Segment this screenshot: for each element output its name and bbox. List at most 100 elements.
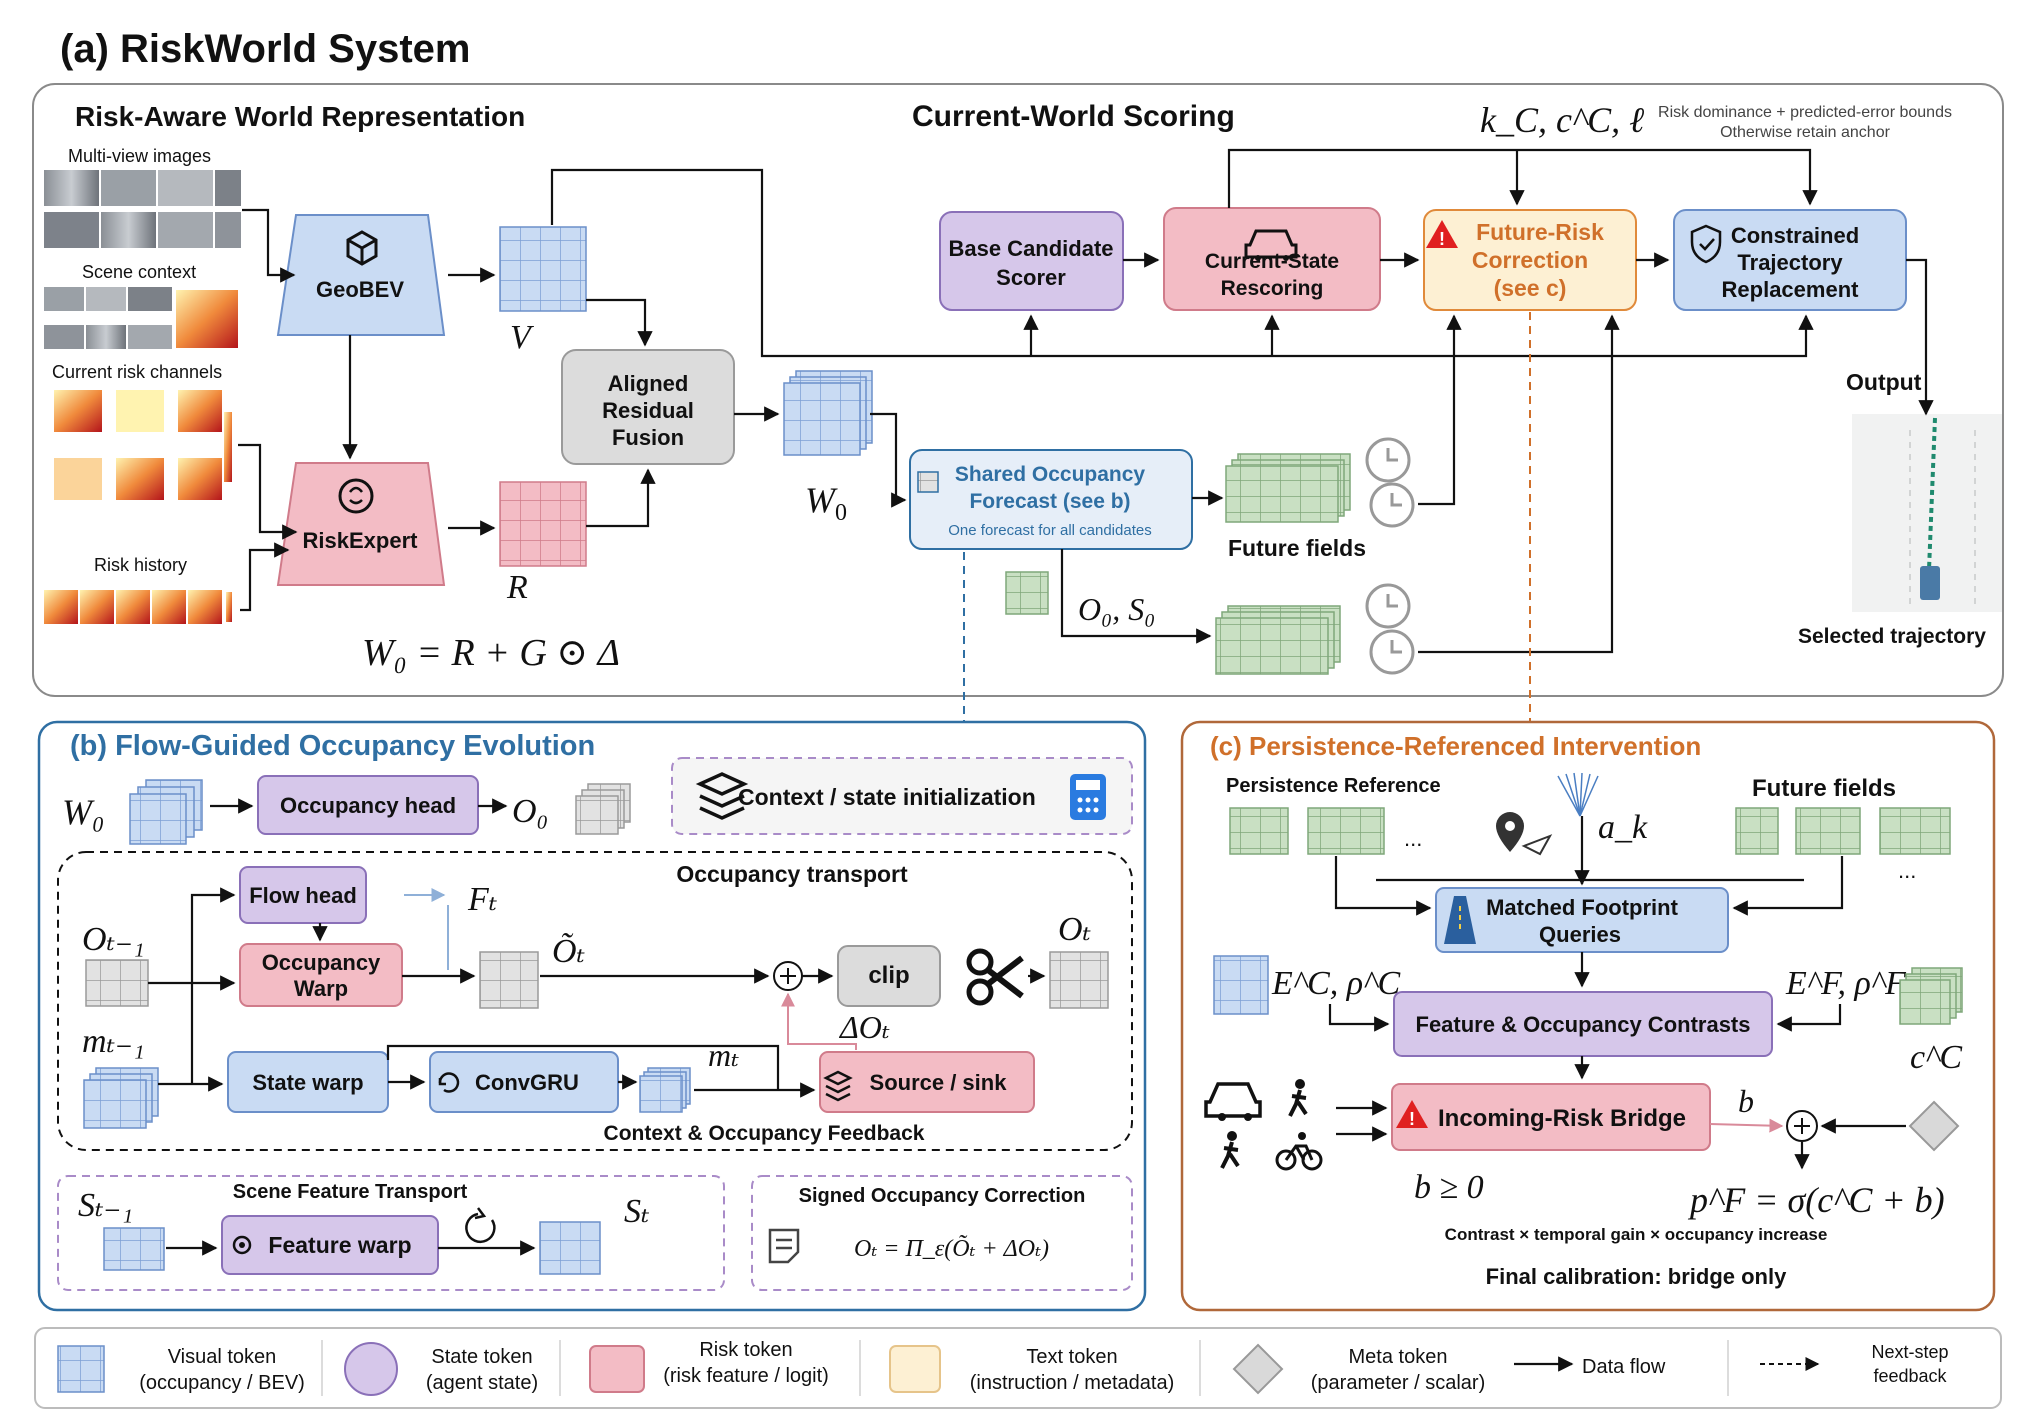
contrast-note: Contrast × temporal gain × occupancy inc… <box>1445 1225 1828 1244</box>
scorer-line-1: Base Candidate <box>948 236 1113 261</box>
legend-risk-token: Risk token (risk feature / logit) <box>589 1339 829 1393</box>
panel-a-border <box>32 83 2004 697</box>
candidate-fan-icon <box>1557 772 1599 817</box>
feature-warp-label: Feature warp <box>268 1232 411 1258</box>
document-icon <box>768 1228 800 1264</box>
context-init-box <box>671 757 1133 835</box>
mt-label: mₜ <box>708 1037 739 1073</box>
w0-b-label: W₀ <box>62 792 105 832</box>
v-token-grid <box>499 226 587 312</box>
svg-text:!: ! <box>1409 1109 1415 1129</box>
legend-meta-line-2: (parameter / scalar) <box>1311 1372 1486 1394</box>
panel-b-arrows <box>148 887 1046 1098</box>
input-risk-channels-label: Current risk channels <box>52 362 222 382</box>
panel-a-arrows <box>238 148 1934 654</box>
ef-stack <box>1899 967 1963 1025</box>
fusion-line-1: Aligned <box>608 371 689 396</box>
car-icon <box>1244 229 1298 261</box>
rescoring-line-1: Current-State <box>1205 250 1339 273</box>
legend-risk-line-1: Risk token <box>699 1339 792 1361</box>
panel-b-heading: (b) Flow-Guided Occupancy Evolution <box>70 730 595 762</box>
b-geq-zero-label: b ≥ 0 <box>1414 1169 1484 1206</box>
w0-label: W0 <box>805 480 847 526</box>
scissors-icon <box>966 948 1024 1006</box>
legend-box <box>34 1327 2002 1409</box>
legend-visual-token: Visual token (occupancy / BEV) <box>57 1345 305 1394</box>
calculator-icon <box>1070 774 1106 820</box>
ec-grid <box>1213 955 1269 1015</box>
matched-line-2: Queries <box>1539 922 1621 947</box>
future-fields-label: Future fields <box>1228 535 1366 561</box>
forecast-note: One forecast for all candidates <box>948 522 1151 539</box>
flow-head-label: Flow head <box>249 883 357 908</box>
occupancy-transport-box <box>57 851 1133 1151</box>
clip-block <box>837 945 941 1007</box>
note-line-1: Risk dominance + predicted-error bounds <box>1658 104 1952 121</box>
legend-meta-line-1: Meta token <box>1349 1346 1448 1368</box>
ot-minus-1-grid <box>85 959 149 1007</box>
risk-channel-heatmaps <box>54 390 232 500</box>
location-pin-icon <box>1496 812 1553 856</box>
legend-text-line-2: (instruction / metadata) <box>970 1372 1175 1394</box>
signed-correction-title: Signed Occupancy Correction <box>799 1185 1086 1207</box>
legend-text-line-1: Text token <box>1026 1346 1117 1368</box>
risk-history-heatmaps <box>44 590 232 624</box>
mt-minus-1-stack <box>83 1067 159 1129</box>
incoming-risk-bridge-block <box>1391 1083 1711 1151</box>
o0-b-label: O₀ <box>512 793 548 830</box>
legend-text-token: Text token (instruction / metadata) <box>889 1345 1175 1394</box>
ak-label: a_k <box>1598 809 1648 846</box>
otilde-label: Õₜ <box>552 932 586 970</box>
persistence-grids <box>1229 807 1385 855</box>
legend-next-step-line-2: feedback <box>1873 1366 1947 1386</box>
selected-trajectory-image <box>1852 414 2002 612</box>
plus-circle-icon <box>773 961 803 991</box>
pf-equation: p^F = σ(c^C + b) <box>1687 1180 1945 1220</box>
panel-a-right-heading: Current-World Scoring <box>912 100 1235 133</box>
cube-icon <box>346 230 378 266</box>
o0-small-grid <box>1005 571 1049 615</box>
refresh-icon <box>438 1072 460 1093</box>
mt-stack <box>639 1067 691 1113</box>
signed-occupancy-correction-box <box>751 1175 1133 1291</box>
aligned-residual-fusion-block <box>561 349 735 465</box>
legend-visual-line-2: (occupancy / BEV) <box>139 1372 305 1394</box>
future-fields-ellipsis: ... <box>1898 858 1916 883</box>
kc-cc-ell-label: k_C, c^C, ℓ <box>1480 100 1644 140</box>
st-minus-1-label: Sₜ₋₁ <box>78 1187 133 1224</box>
output-label: Output <box>1846 369 1922 395</box>
signed-correction-equation: Oₜ = Π_ε(Õₜ + ΔOₜ) <box>854 1235 1049 1262</box>
flow-head-block <box>239 866 367 924</box>
road-warning-icon <box>1444 896 1476 944</box>
note-line-2: Otherwise retain anchor <box>1720 124 1891 141</box>
scene-feature-transport-title: Scene Feature Transport <box>233 1181 468 1203</box>
bicycle-icon <box>1275 1132 1323 1171</box>
warning-icon: ! <box>1396 1100 1428 1129</box>
scorer-line-2: Scorer <box>996 265 1066 290</box>
pedestrian-icon <box>1220 1131 1240 1169</box>
legend-meta-token: Meta token (parameter / scalar) <box>1232 1343 1486 1395</box>
future-fields-stack <box>1225 453 1351 523</box>
forecast-line-2: Forecast (see b) <box>969 490 1130 513</box>
fusion-line-3: Fusion <box>612 425 684 450</box>
ft-label: Fₜ <box>467 881 498 918</box>
contrasts-label: Feature & Occupancy Contrasts <box>1416 1012 1751 1037</box>
legend-data-flow: Data flow <box>1514 1356 1666 1378</box>
geobev-label: GeoBEV <box>316 277 404 302</box>
geobev-block <box>276 214 446 336</box>
correction-line-1: Future-Risk <box>1476 219 1604 245</box>
ef-rho-label: E^F, ρ^F <box>1785 965 1907 1002</box>
st-grid <box>539 1221 601 1275</box>
forecast-line-1: Shared Occupancy <box>955 463 1146 486</box>
feedback-label: Context & Occupancy Feedback <box>604 1122 925 1145</box>
initial-fields-stack <box>1215 605 1341 675</box>
table-icon <box>917 471 939 493</box>
context-init-label: Context / state initialization <box>738 784 1036 810</box>
legend-data-flow-label: Data flow <box>1582 1356 1666 1378</box>
clip-label: clip <box>868 962 909 989</box>
input-scene-context-label: Scene context <box>82 262 196 282</box>
correction-line-2: Correction <box>1472 247 1588 273</box>
v-label: V <box>510 319 535 356</box>
meta-token-diamond <box>1908 1100 1960 1152</box>
panel-c-arrows <box>1328 816 1906 1170</box>
